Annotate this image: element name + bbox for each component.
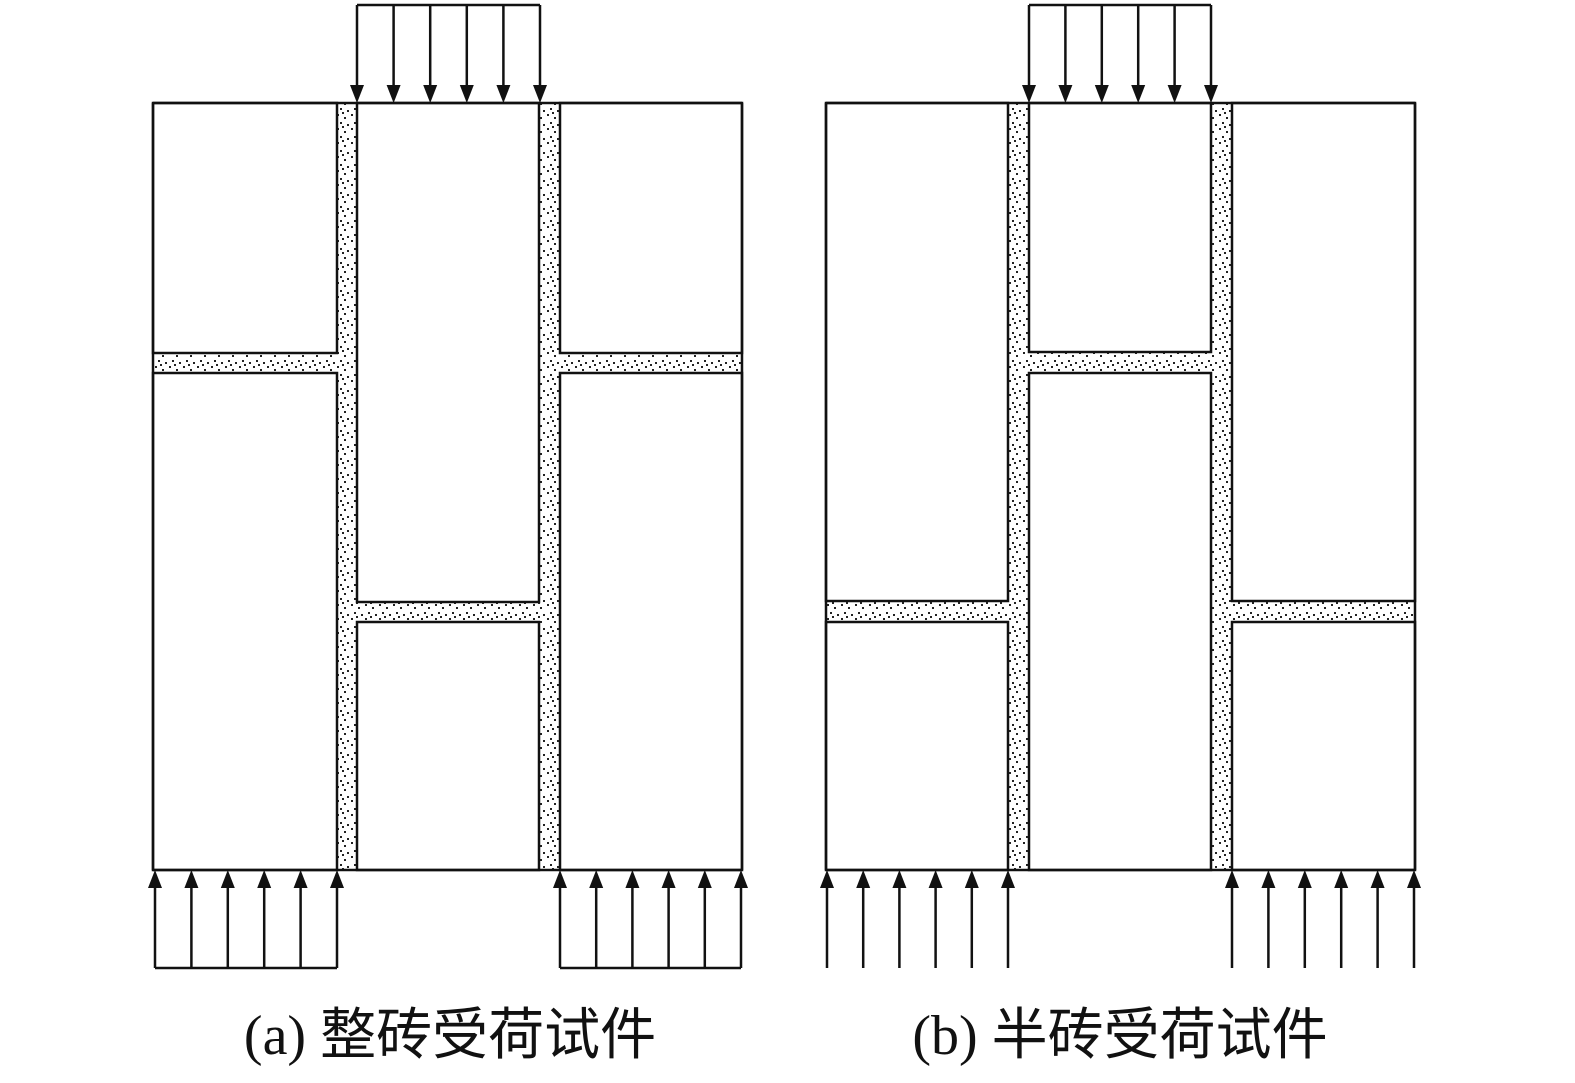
reaction-arrow-head xyxy=(820,870,834,888)
reaction-arrow-head xyxy=(293,870,308,888)
load-arrow-head xyxy=(459,85,474,103)
reaction-arrow-head xyxy=(1297,870,1312,888)
reaction-arrow-head xyxy=(928,870,943,888)
mortar-horizontal-left-a xyxy=(153,353,337,373)
brick-b-bottom-right xyxy=(1230,620,1417,872)
mortar-vertical-right-a xyxy=(539,103,560,870)
mortar-horizontal-left-b xyxy=(826,601,1008,622)
load-arrow-head xyxy=(533,85,547,103)
brick-b-center-top xyxy=(1027,101,1213,354)
brick-a-center-top xyxy=(355,101,541,604)
reaction-arrow-head xyxy=(589,870,604,888)
reaction-arrow-head xyxy=(257,870,272,888)
reaction-arrow-head xyxy=(697,870,712,888)
reaction-arrow-head xyxy=(734,870,748,888)
mortar-horizontal-right-a xyxy=(560,353,742,373)
outline-b xyxy=(824,101,1417,872)
reaction-arrow-head xyxy=(1261,870,1276,888)
reaction-arrow-head xyxy=(1370,870,1385,888)
reaction-arrow-head xyxy=(1225,870,1239,888)
caption-b: (b) 半砖受荷试件 xyxy=(912,1005,1328,1067)
load-arrow-head xyxy=(496,85,511,103)
brick-b-top-left xyxy=(824,101,1010,603)
specimen-b xyxy=(820,3,1421,968)
mortar-vertical-left-a xyxy=(337,103,357,870)
mortar-horizontal-right-b xyxy=(1232,601,1415,622)
brick-b-center-bottom xyxy=(1027,371,1213,872)
reaction-arrow-head xyxy=(330,870,344,888)
mortar-horizontal-middle-a xyxy=(357,602,539,622)
brick-b-bottom-left xyxy=(824,620,1010,872)
load-arrow-head xyxy=(1058,85,1073,103)
brick-a-top-right xyxy=(558,101,744,355)
caption-a: (a) 整砖受荷试件 xyxy=(243,1005,657,1067)
bottom-left-arrows-a xyxy=(148,870,344,970)
load-arrow-head xyxy=(1204,85,1218,103)
bottom-right-arrows-a xyxy=(553,870,748,970)
mortar-vertical-right-b xyxy=(1211,103,1232,870)
bottom-right-arrows-b xyxy=(1225,870,1421,968)
load-arrow-head xyxy=(1131,85,1146,103)
reaction-arrow-head xyxy=(892,870,907,888)
reaction-arrow-head xyxy=(1407,870,1421,888)
top-load-arrows-a xyxy=(350,3,547,103)
mortar-horizontal-middle-b xyxy=(1029,352,1211,373)
load-arrow-head xyxy=(1022,85,1036,103)
reaction-arrow-head xyxy=(661,870,676,888)
reaction-arrow-head xyxy=(220,870,235,888)
mortar-joints-b xyxy=(826,103,1415,870)
brick-a-center-bottom xyxy=(355,620,541,872)
brick-a-bottom-right xyxy=(558,371,744,872)
load-arrow-head xyxy=(350,85,364,103)
outline-a xyxy=(151,101,744,872)
reaction-arrow-head xyxy=(1334,870,1349,888)
mortar-vertical-left-b xyxy=(1008,103,1029,870)
load-arrow-head xyxy=(423,85,438,103)
load-arrow-head xyxy=(386,85,401,103)
brick-a-bottom-left xyxy=(151,371,339,872)
bottom-left-arrows-b xyxy=(820,870,1015,968)
reaction-arrow-head xyxy=(856,870,871,888)
load-arrow-head xyxy=(1094,85,1109,103)
top-load-arrows-b xyxy=(1022,3,1218,103)
specimen-a xyxy=(148,3,748,970)
mortar-joints-a xyxy=(153,103,742,870)
reaction-arrow-head xyxy=(184,870,199,888)
reaction-arrow-head xyxy=(148,870,162,888)
reaction-arrow-head xyxy=(1001,870,1015,888)
reaction-arrow-head xyxy=(964,870,979,888)
brick-b-top-right xyxy=(1230,101,1417,603)
reaction-arrow-head xyxy=(553,870,567,888)
load-arrow-head xyxy=(1167,85,1182,103)
reaction-arrow-head xyxy=(625,870,640,888)
brick-a-top-left xyxy=(151,101,339,355)
